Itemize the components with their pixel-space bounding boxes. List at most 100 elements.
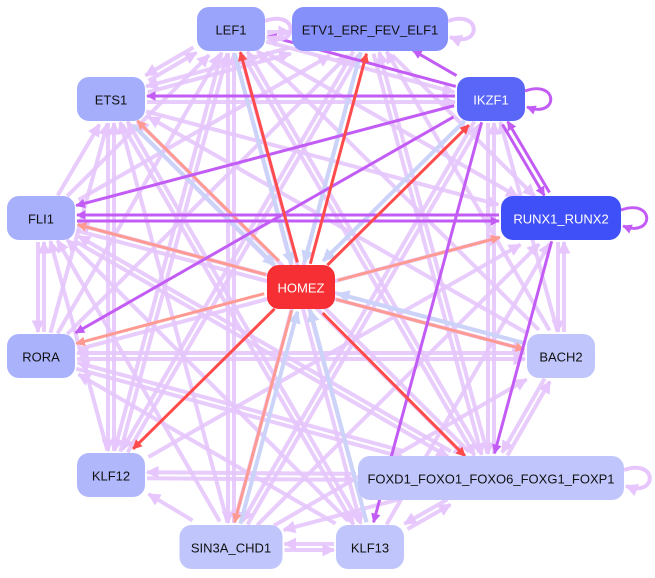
edge-ikzf1-to-runx1 xyxy=(501,123,546,197)
edge-ikzf1-to-rora xyxy=(74,115,455,335)
edge-lef1-to-homez xyxy=(232,53,295,266)
node-ets1[interactable]: ETS1 xyxy=(77,77,145,121)
self-loop-foxd1 xyxy=(623,465,652,497)
edge-homez-to-runx1 xyxy=(337,234,501,282)
edge-klf13-to-foxd1 xyxy=(406,502,452,531)
node-box xyxy=(197,7,265,51)
edge-homez-to-lef1 xyxy=(238,51,299,263)
edge-homez-to-bach2 xyxy=(335,298,526,352)
node-label: FLI1 xyxy=(28,212,54,227)
edge-fli1-to-foxd1 xyxy=(74,239,450,459)
node-label: ETV1_ERF_FEV_ELF1 xyxy=(302,23,439,38)
edge-homez-to-etv1 xyxy=(308,52,369,265)
node-box xyxy=(292,7,448,51)
edge-homez-to-sin3a xyxy=(232,309,294,524)
node-label: IKZF1 xyxy=(473,93,508,108)
edge-ikzf1-to-fli1 xyxy=(75,104,455,209)
edge-sin3a-to-klf12 xyxy=(147,492,194,523)
edge-homez-to-ikzf1 xyxy=(326,124,470,267)
node-label: HOMEZ xyxy=(278,281,325,296)
edge-runx1-to-foxd1 xyxy=(492,240,554,455)
node-label: LEF1 xyxy=(215,23,246,38)
edge-ets1-to-klf13 xyxy=(120,123,356,526)
node-fli1[interactable]: FLI1 xyxy=(7,196,75,240)
edge-etv1-to-klf12 xyxy=(120,50,356,451)
edge-lef1-to-foxd1 xyxy=(240,53,477,457)
node-foxd1[interactable]: FOXD1_FOXO1_FOXO6_FOXG1_FOXP1 xyxy=(358,456,624,500)
node-box xyxy=(77,77,145,121)
node-label: RUNX1_RUNX2 xyxy=(513,212,608,227)
node-runx1[interactable]: RUNX1_RUNX2 xyxy=(501,196,621,240)
edge-etv1-to-ets1 xyxy=(144,45,290,90)
node-bach2[interactable]: BACH2 xyxy=(527,334,595,378)
edge-etv1-to-homez xyxy=(301,51,363,264)
node-lef1[interactable]: LEF1 xyxy=(197,7,265,51)
node-box xyxy=(527,334,595,378)
edge-klf12-to-lef1 xyxy=(118,52,231,453)
node-label: KLF12 xyxy=(92,469,130,484)
node-box xyxy=(336,525,404,569)
edge-homez-to-rora xyxy=(75,292,265,346)
edge-lef1-to-klf12 xyxy=(111,51,224,452)
edge-ets1-to-homez xyxy=(131,123,277,267)
node-label: FOXD1_FOXO1_FOXO6_FOXG1_FOXP1 xyxy=(367,472,614,487)
node-box xyxy=(457,77,525,121)
edge-foxd1-to-sin3a xyxy=(282,497,401,534)
node-label: SIN3A_CHD1 xyxy=(191,541,271,556)
edge-homez-to-fli1 xyxy=(76,222,267,276)
node-box xyxy=(358,456,624,500)
node-label: RORA xyxy=(22,350,60,365)
edge-ets1-to-runx1 xyxy=(145,109,500,208)
node-box xyxy=(179,525,283,569)
self-loop-lef1 xyxy=(264,16,293,48)
edge-foxd1-to-lef1 xyxy=(245,50,482,454)
node-etv1[interactable]: ETV1_ERF_FEV_ELF1 xyxy=(292,7,448,51)
edge-lef1-to-ets1 xyxy=(144,45,195,78)
edge-etv1-to-foxd1 xyxy=(371,53,485,457)
edge-runx1-to-ikzf1 xyxy=(506,120,551,194)
edge-klf13-to-fli1 xyxy=(65,238,350,523)
node-label: ETS1 xyxy=(95,93,128,108)
self-loop-etv1 xyxy=(447,16,476,48)
node-box xyxy=(7,334,75,378)
edge-homez-to-klf12 xyxy=(132,307,276,450)
edge-ikzf1-to-klf13 xyxy=(371,121,484,524)
edge-homez-to-foxd1 xyxy=(321,312,467,458)
edge-sin3a-to-homez xyxy=(238,310,301,525)
node-box xyxy=(77,453,145,497)
node-box xyxy=(7,196,75,240)
node-rora[interactable]: RORA xyxy=(7,334,75,378)
self-loop-ikzf1 xyxy=(524,87,553,115)
edge-homez-to-ets1 xyxy=(136,119,280,262)
edge-sin3a-to-bach2 xyxy=(272,377,528,528)
edge-klf12-to-runx1 xyxy=(147,242,522,459)
node-homez[interactable]: HOMEZ xyxy=(267,265,335,309)
node-klf13[interactable]: KLF13 xyxy=(336,525,404,569)
edge-foxd1-to-bach2 xyxy=(505,380,552,457)
node-box xyxy=(267,265,335,309)
edge-klf13-to-rora xyxy=(77,372,337,526)
edge-ikzf1-to-homez xyxy=(321,119,467,263)
node-label: KLF13 xyxy=(351,541,389,556)
edge-fli1-to-ets1 xyxy=(55,123,102,197)
edge-foxd1-to-fli1 xyxy=(77,234,452,454)
edge-klf13-to-homez xyxy=(307,308,369,523)
edge-foxd1-to-klf13 xyxy=(403,497,449,526)
edge-bach2-to-etv1 xyxy=(384,50,552,332)
edge-foxd1-to-etv1 xyxy=(376,50,490,454)
edge-bach2-to-homez xyxy=(336,290,527,346)
node-box xyxy=(501,196,621,240)
edge-klf13-to-ets1 xyxy=(125,120,361,523)
node-ikzf1[interactable]: IKZF1 xyxy=(457,77,525,121)
edge-bach2-to-foxd1 xyxy=(500,377,547,454)
node-label: BACH2 xyxy=(539,350,582,365)
node-klf12[interactable]: KLF12 xyxy=(77,453,145,497)
edges-layer xyxy=(31,16,652,557)
edge-foxd1-to-rora xyxy=(76,359,404,454)
node-sin3a[interactable]: SIN3A_CHD1 xyxy=(179,525,283,569)
edge-ikzf1-to-etv1 xyxy=(412,49,458,77)
self-loop-runx1 xyxy=(620,206,649,234)
